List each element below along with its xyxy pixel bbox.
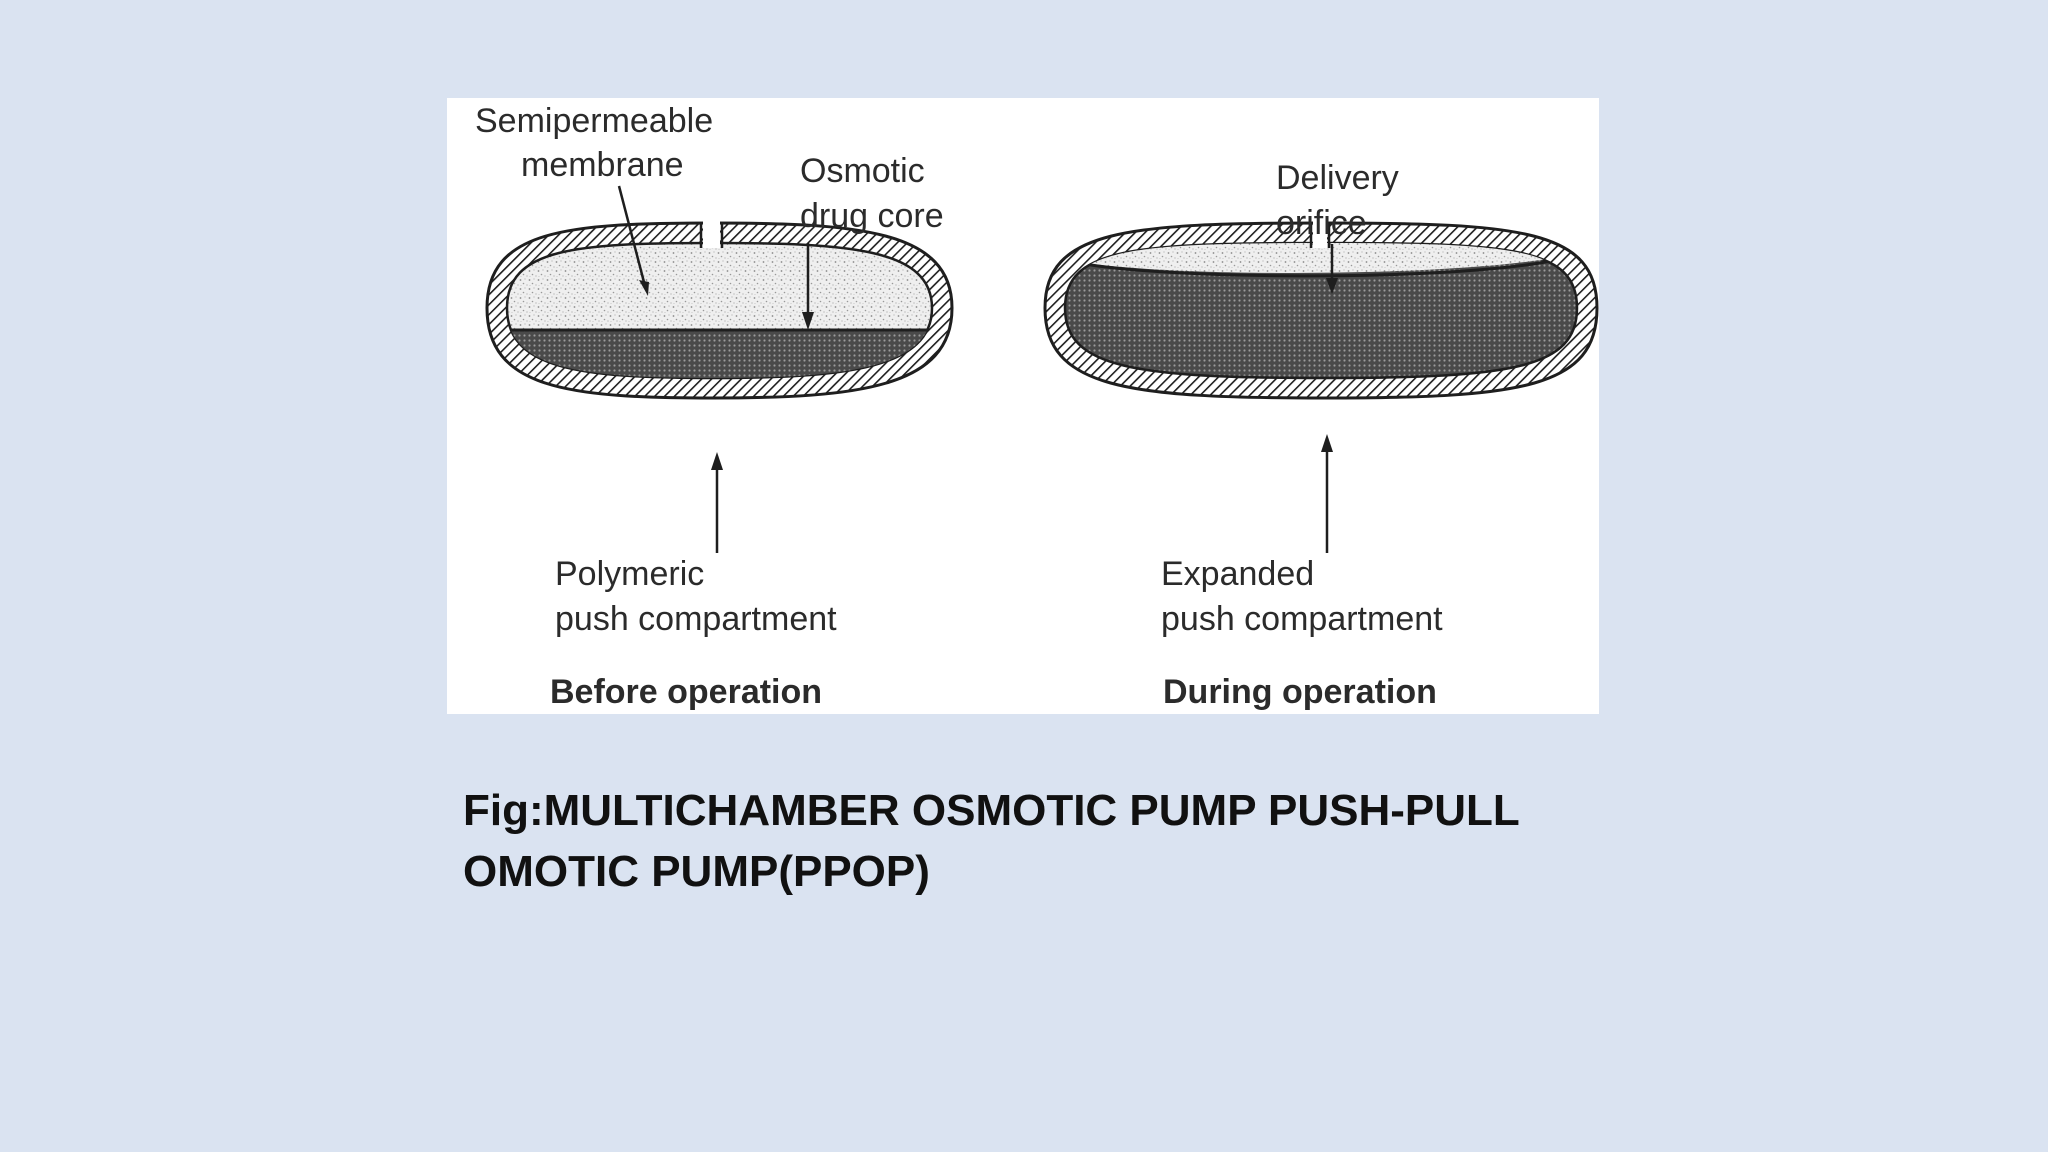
- label-push-compartment-before: push compartment: [555, 600, 837, 638]
- caption-line-1: Fig:MULTICHAMBER OSMOTIC PUMP PUSH-PULL: [463, 786, 1520, 835]
- label-push-compartment-during: push compartment: [1161, 600, 1443, 638]
- tablet-before: [485, 216, 954, 400]
- label-delivery: Delivery: [1276, 159, 1399, 197]
- label-orifice: orifice: [1276, 204, 1367, 242]
- label-membrane: membrane: [521, 146, 684, 184]
- leader-arrows: [617, 185, 1338, 553]
- label-polymeric: Polymeric: [555, 555, 704, 593]
- label-osmotic: Osmotic: [800, 152, 925, 190]
- delivery-orifice-gap-during: [1313, 216, 1327, 248]
- label-drug-core: drug core: [800, 197, 944, 235]
- remaining-drug-core-during: [1065, 243, 1577, 273]
- title-during-operation: During operation: [1163, 673, 1437, 711]
- title-before-operation: Before operation: [550, 673, 822, 711]
- figure-caption: Fig:MULTICHAMBER OSMOTIC PUMP PUSH-PULL …: [463, 780, 1663, 902]
- label-semipermeable: Semipermeable: [475, 102, 713, 140]
- pump-diagram-svg: Semipermeable membrane Osmotic drug core…: [475, 102, 1599, 711]
- delivery-orifice-gap-before: [703, 216, 720, 248]
- pump-diagram-figure: Semipermeable membrane Osmotic drug core…: [447, 98, 1599, 714]
- label-expanded: Expanded: [1161, 555, 1314, 593]
- arrow-semipermeable-membrane: [617, 185, 647, 287]
- tablet-during: [1043, 216, 1599, 400]
- caption-line-2: OMOTIC PUMP(PPOP): [463, 847, 930, 896]
